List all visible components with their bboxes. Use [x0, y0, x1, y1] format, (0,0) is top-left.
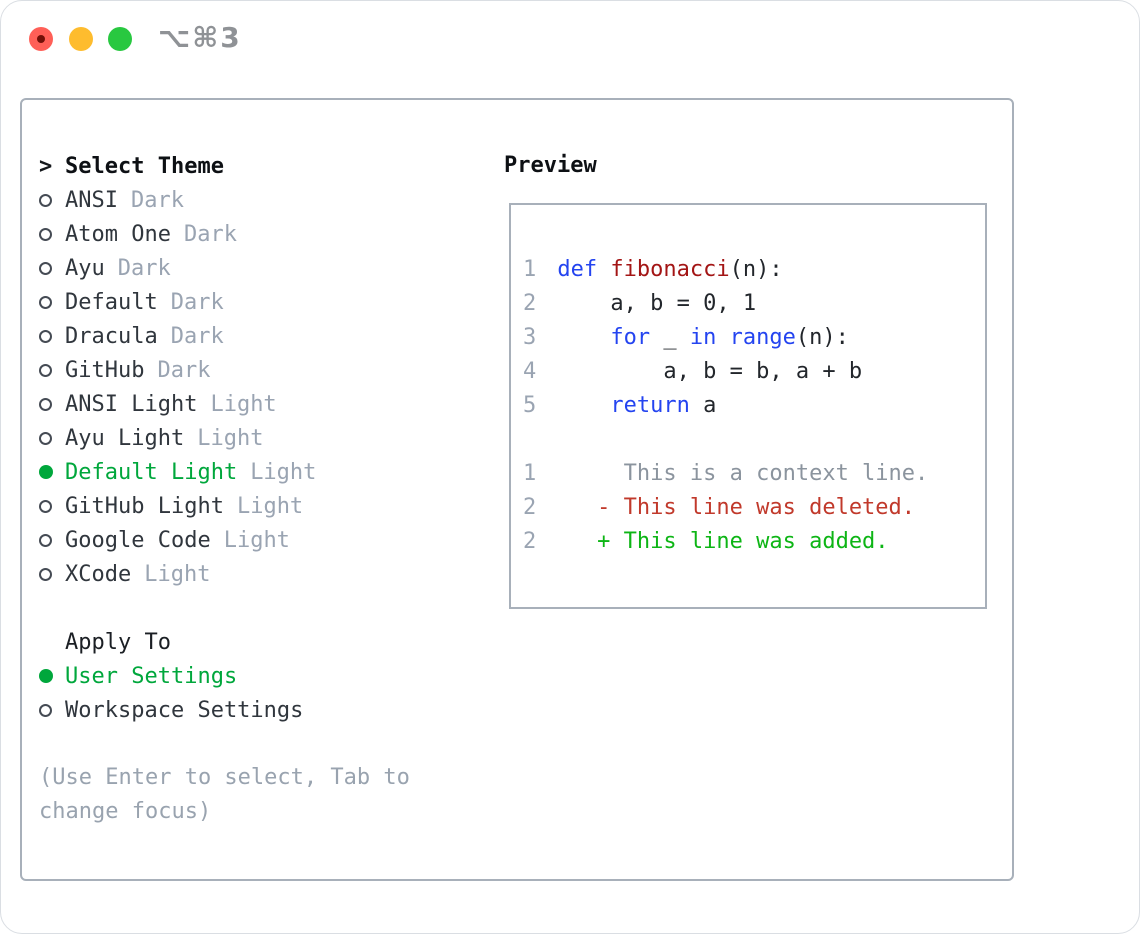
focus-caret-icon: > [39, 153, 53, 179]
code-line: 3 for _ in range(n): [523, 321, 985, 355]
zoom-button[interactable] [108, 27, 132, 51]
theme-variant-tag: Dark [170, 323, 224, 349]
code-line: 5 return a [523, 389, 985, 423]
apply-to-option-selected[interactable]: User Settings [39, 659, 410, 693]
radio-icon [39, 193, 52, 207]
radio-icon [39, 363, 52, 377]
radio-icon [39, 533, 52, 547]
theme-variant-tag: Light [144, 561, 211, 587]
select-theme-header: > Select Theme [39, 149, 410, 183]
apply-to-header: Apply To [39, 625, 410, 659]
spacer [39, 591, 410, 625]
radio-icon [39, 499, 52, 513]
code-line: 4 a, b = b, a + b [523, 355, 985, 389]
theme-variant-tag: Light [197, 425, 264, 451]
spacer [39, 727, 410, 761]
line-number: 2 [523, 495, 537, 520]
radio-icon [39, 567, 52, 581]
close-button[interactable] [29, 27, 53, 51]
radio-icon [39, 703, 52, 717]
radio-icon [39, 397, 52, 411]
titlebar: ⌥⌘3 [1, 1, 1139, 77]
select-theme-title: Select Theme [65, 153, 224, 179]
theme-variant-tag: Dark [130, 187, 184, 213]
selected-radio-icon [39, 669, 53, 683]
radio-icon [39, 329, 52, 343]
radio-icon [39, 295, 52, 309]
theme-variant-tag: Light [223, 527, 290, 553]
theme-variant-tag: Light [236, 493, 304, 519]
help-hint-line-1: (Use Enter to select, Tab to [39, 765, 410, 790]
theme-variant-tag: Dark [170, 289, 224, 315]
theme-variant-tag: Light [250, 459, 317, 485]
diff-added-line: 2 + This line was added. [523, 525, 985, 559]
theme-variant-tag: Dark [157, 357, 211, 383]
line-number: 1 [523, 461, 537, 486]
theme-variant-tag: Light [210, 391, 277, 417]
apply-to-option[interactable]: Workspace Settings [39, 693, 410, 727]
line-number: 4 [523, 359, 537, 384]
help-hint-line-2: change focus) [39, 799, 212, 824]
line-number: 2 [523, 529, 537, 554]
theme-variant-tag: Dark [117, 255, 171, 281]
radio-icon [39, 227, 52, 241]
minimize-button[interactable] [69, 27, 93, 51]
spacer [523, 423, 985, 457]
code-line: 2 a, b = 0, 1 [523, 287, 985, 321]
line-number: 5 [523, 393, 537, 418]
apply-to-title: Apply To [65, 629, 171, 655]
keyboard-shortcut-label: ⌥⌘3 [158, 21, 242, 54]
diff-context-line: 1 This is a context line. [523, 457, 985, 491]
line-number: 1 [523, 257, 537, 282]
line-number: 2 [523, 291, 537, 316]
theme-variant-tag: Dark [183, 221, 237, 247]
line-number: 3 [523, 325, 537, 350]
radio-icon [39, 261, 52, 275]
selected-radio-icon [39, 465, 53, 479]
radio-icon [39, 431, 52, 445]
diff-deleted-line: 2 - This line was deleted. [523, 491, 985, 525]
preview-title: Preview [504, 153, 597, 178]
